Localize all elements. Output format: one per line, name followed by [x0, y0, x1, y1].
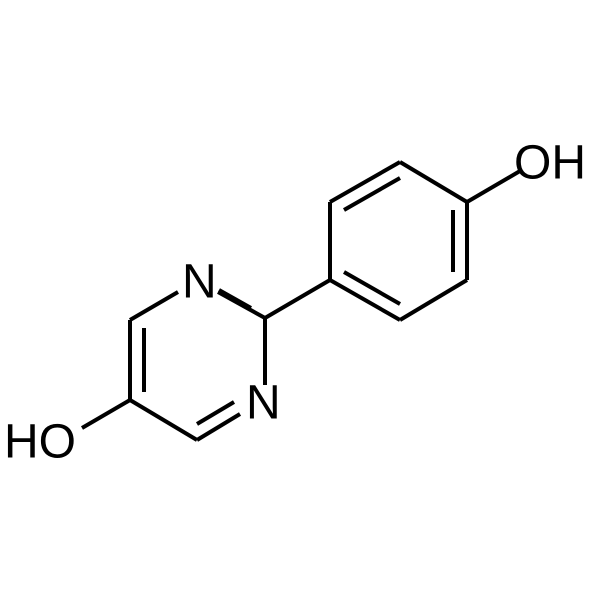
bond-phenyl-pyrimidine: [263, 278, 332, 320]
atom-label-n-upper: N: [182, 256, 217, 309]
bond-pyr-double-3: [195, 400, 236, 426]
bond-phenyl-c2-c3: [329, 160, 401, 204]
bond-phenyl-double-3: [343, 270, 401, 306]
bond-phenyl-double-1: [343, 176, 401, 212]
atom-label-oh-top: OH: [514, 137, 586, 190]
bond-pyr-double-1: [218, 288, 252, 310]
atom-label-n-lower: N: [246, 377, 281, 430]
pyrimidine-ring: [128, 288, 267, 442]
bond-phenyl-c3-c4: [398, 160, 469, 204]
bond-pyr-c4-n3: [195, 412, 242, 442]
bond-phenyl-c6-c1: [329, 278, 401, 322]
bond-pyrimidine-oh: [80, 398, 132, 430]
phenyl-ring: [328, 160, 469, 322]
bond-phenyl-c5-c6: [398, 278, 469, 322]
bond-pyr-c2-n1: [217, 290, 266, 320]
bond-phenyl-oh: [465, 169, 522, 204]
atom-label-oh-left: HO: [4, 416, 76, 469]
bond-pyr-n1-c6: [128, 290, 180, 322]
bond-pyr-c5-c4: [128, 398, 199, 442]
